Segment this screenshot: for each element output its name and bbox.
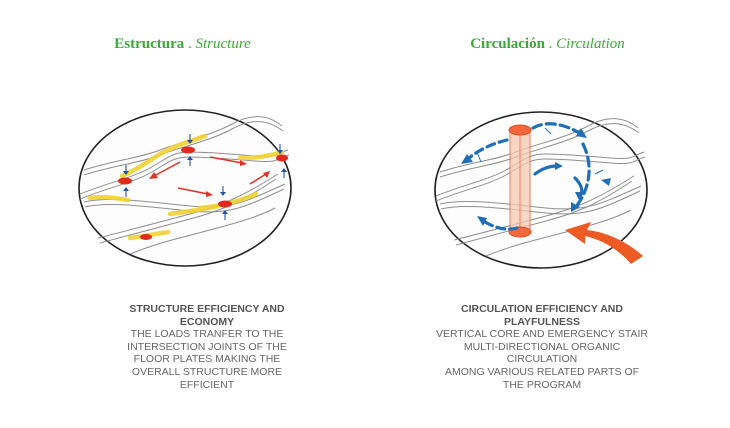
floor-line: [435, 156, 646, 202]
circulation-caption-heading-1: CIRCULATION EFFICIENCY AND: [461, 303, 623, 315]
floor-line: [435, 151, 645, 197]
up-arrow: [123, 187, 129, 197]
circulation-caption-line: VERTICAL CORE AND EMERGENCY STAIR: [436, 328, 648, 341]
floor-line: [485, 209, 632, 257]
vertical-core: [508, 124, 532, 238]
arrowhead: [477, 216, 487, 226]
circulation-caption-line: THE PROGRAM: [502, 378, 582, 391]
circulation-caption-line: MULTI-DIRECTIONAL ORGANIC: [463, 340, 621, 353]
structure-caption: STRUCTURE EFFICIENCY AND ECONOMY THE LOA…: [82, 303, 332, 391]
down-arrow: [277, 144, 283, 154]
joint-marker: [118, 177, 132, 185]
arrowhead: [575, 192, 585, 200]
floor-line: [455, 180, 633, 246]
circulation-title: Circulación . Circulation: [365, 36, 730, 53]
joint-marker: [218, 200, 232, 208]
floor-line: [439, 185, 642, 210]
down-arrow: [187, 134, 193, 144]
circulation-title-en: Circulation: [556, 36, 625, 52]
support-arrows: [123, 134, 287, 220]
tick-mark: [544, 127, 552, 135]
yellow-segment: [119, 151, 163, 179]
structure-diagram: [78, 109, 292, 267]
up-arrow: [187, 156, 193, 166]
circulation-caption-heading-2: PLAYFULNESS: [503, 315, 581, 328]
structure-caption-line: EFFICIENT: [179, 378, 235, 391]
structure-caption-line: OVERALL STRUCTURE MORE: [131, 365, 283, 378]
title-separator: .: [187, 36, 192, 52]
structure-title-en: Structure: [195, 36, 251, 52]
floor-line: [453, 175, 635, 241]
circulation-arrowheads: [461, 128, 611, 226]
floor-line: [83, 121, 284, 176]
arrowhead: [461, 154, 473, 164]
title-separator: .: [548, 36, 553, 52]
circulation-caption-line: AMONG VARIOUS RELATED PARTS OF: [444, 365, 640, 378]
joint-marker: [140, 234, 152, 240]
structure-title-es: Estructura: [114, 36, 185, 52]
structure-caption-line: THE LOADS TRANFER TO THE: [130, 328, 284, 341]
tick-mark: [594, 169, 604, 175]
circulation-path: [483, 220, 519, 231]
circulation-panel: Circulación . Circulation: [365, 0, 730, 428]
circulation-floor-plates: [435, 118, 646, 257]
load-arrow: [249, 171, 270, 185]
circulation-path: [467, 138, 509, 160]
core-top-cap: [508, 124, 532, 136]
circulation-caption-line: CIRCULATION: [506, 353, 578, 366]
arrowhead: [576, 128, 587, 138]
arrowhead: [601, 178, 611, 186]
yellow-segment: [167, 203, 221, 217]
circulation-path: [531, 122, 583, 136]
floor-line: [440, 190, 641, 215]
structure-panel: Estructura . Structure: [0, 36, 365, 391]
yellow-segment: [237, 149, 285, 161]
circulation-caption: CIRCULATION EFFICIENCY AND PLAYFULNESS V…: [417, 303, 667, 391]
structure-caption-line: FLOOR PLATES MAKING THE: [133, 353, 281, 366]
floor-line: [129, 207, 276, 255]
circulation-shell-outline: [434, 111, 648, 269]
structure-joints: [118, 146, 288, 240]
tick-mark: [476, 151, 482, 163]
load-arrow: [209, 156, 247, 166]
load-arrows: [149, 156, 270, 197]
up-arrow: [222, 210, 228, 220]
structure-shell-outline: [78, 109, 292, 267]
arrowhead: [555, 162, 563, 170]
structure-title: Estructura . Structure: [0, 36, 365, 53]
floor-line: [97, 173, 279, 239]
down-arrow: [123, 165, 129, 175]
load-arrow: [149, 161, 181, 179]
entry-arrow: [565, 222, 643, 264]
circulation-path: [573, 142, 591, 210]
yellow-segment: [157, 133, 208, 157]
circulation-tick-marks: [476, 127, 604, 175]
circulation-diagram: [434, 111, 648, 269]
circulation-title-es: Circulación: [470, 36, 545, 52]
up-arrow: [281, 168, 287, 178]
structure-caption-line: INTERSECTION JOINTS OF THE: [127, 340, 287, 353]
joint-marker: [276, 154, 288, 162]
yellow-segment: [87, 194, 131, 203]
structure-caption-heading-2: ECONOMY: [179, 315, 235, 328]
floor-line: [439, 123, 640, 178]
down-arrow: [220, 186, 226, 196]
load-arrow: [177, 187, 213, 197]
joint-marker: [181, 146, 195, 154]
arrowhead: [571, 202, 580, 212]
structure-caption-heading-1: STRUCTURE EFFICIENCY AND: [129, 303, 285, 315]
